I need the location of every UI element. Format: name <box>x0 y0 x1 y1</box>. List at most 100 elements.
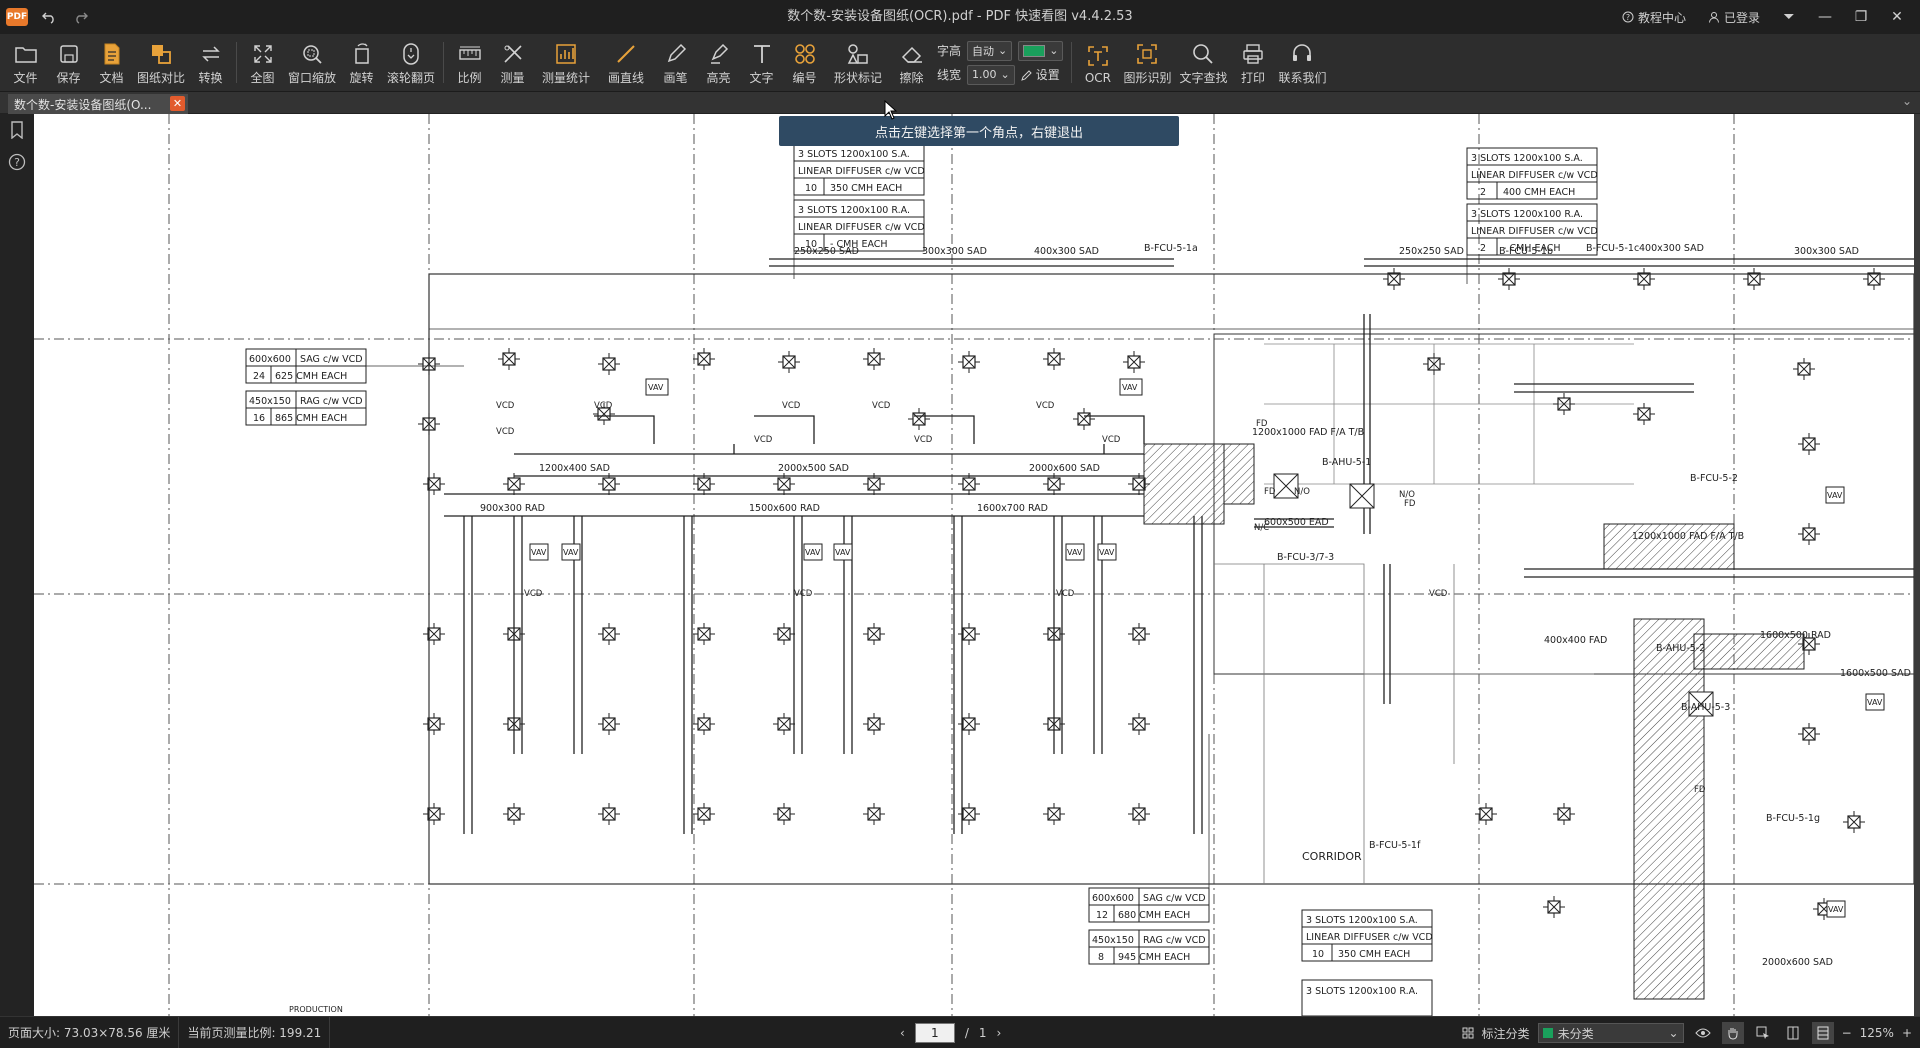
single-page-view-button[interactable] <box>1782 1022 1804 1044</box>
tool-line[interactable]: 画直线 <box>598 34 654 91</box>
tool-label: 打印 <box>1240 71 1265 85</box>
continuous-page-icon <box>1817 1026 1829 1040</box>
zoom-level: 125% <box>1859 1026 1894 1040</box>
tool-rotate[interactable]: 旋转 <box>340 34 383 91</box>
menu-dropdown-button[interactable]: ⏷ <box>1774 3 1804 31</box>
note-text: 12 <box>1096 910 1108 921</box>
document-tab[interactable]: 数个数-安装设备图纸(O... ✕ <box>8 94 188 114</box>
help-button[interactable]: ? <box>0 146 34 178</box>
tool-label: 全图 <box>250 71 275 85</box>
note-text: LINEAR DIFFUSER c/w VCD <box>1306 932 1433 943</box>
tool-contact-us[interactable]: 联系我们 <box>1274 34 1330 91</box>
note-text: 10 <box>805 183 817 194</box>
tutorial-center-link[interactable]: ? 教程中心 <box>1614 9 1694 26</box>
tag-category-icon <box>1462 1027 1474 1039</box>
tool-numbering[interactable]: 编号 <box>783 34 826 91</box>
continuous-view-button[interactable] <box>1811 1022 1834 1044</box>
bookmark-button[interactable] <box>0 114 34 146</box>
tool-fullview[interactable]: 全图 <box>241 34 284 91</box>
rotate-icon <box>354 43 369 64</box>
tool-pen[interactable]: 画笔 <box>654 34 697 91</box>
chevron-down-icon: ⌄ <box>1000 68 1010 81</box>
redo-button[interactable] <box>70 6 92 28</box>
pdf-canvas[interactable]: 3 SLOTS 1200x100 S.A. LINEAR DIFFUSER c/… <box>34 114 1914 1016</box>
visibility-toggle[interactable] <box>1692 1022 1714 1044</box>
chevron-down-icon: ⌄ <box>1668 1026 1679 1040</box>
convert-icon <box>201 46 220 62</box>
line-width-select[interactable]: 1.00 ⌄ <box>967 64 1015 85</box>
text-icon <box>753 45 770 63</box>
vertical-scrollbar[interactable] <box>1914 114 1920 1016</box>
damper-label: VCD <box>1036 401 1055 411</box>
duct-label: 250x250 SAD <box>794 246 859 257</box>
next-page-button[interactable]: › <box>996 1026 1002 1040</box>
page-navigator: ‹ / 1 › <box>900 1017 1001 1048</box>
tool-shape-recognition[interactable]: 图形识别 <box>1119 34 1175 91</box>
numbering-icon <box>794 44 815 64</box>
annotation-category-select[interactable]: 未分类 ⌄ <box>1537 1023 1684 1043</box>
prev-page-button[interactable]: ‹ <box>900 1026 905 1040</box>
close-window-button[interactable]: ✕ <box>1882 3 1912 31</box>
chevron-down-icon[interactable]: ⌄ <box>1901 94 1912 108</box>
note-text: RAG c/w VCD <box>1143 935 1206 946</box>
tool-label: 文字 <box>749 71 774 85</box>
tool-save[interactable]: 保存 <box>47 34 90 91</box>
vav-label: VAV <box>1827 491 1843 500</box>
settings-button[interactable]: 设置 <box>1020 66 1060 83</box>
page-number-input[interactable] <box>914 1023 955 1043</box>
tool-scroll-page[interactable]: 滚轮翻页 <box>383 34 439 91</box>
tool-measure[interactable]: 测量 <box>491 34 534 91</box>
note-text: 680 CMH EACH <box>1118 910 1190 921</box>
pencil-settings-icon <box>1020 69 1032 81</box>
login-link[interactable]: 已登录 <box>1700 9 1768 26</box>
note-text: SAG c/w VCD <box>1143 893 1206 904</box>
tab-close-button[interactable]: ✕ <box>170 96 185 111</box>
page-separator: / <box>964 1026 969 1040</box>
search-icon <box>1193 44 1214 64</box>
duct-label: B-FCU-5-1a <box>1144 243 1198 254</box>
tool-convert[interactable]: 转换 <box>189 34 232 91</box>
hand-icon <box>1728 1028 1738 1040</box>
zoom-out-button[interactable]: − <box>1841 1026 1852 1040</box>
note-text: 600x600 <box>1092 893 1134 904</box>
vav-label: VAV <box>648 383 664 392</box>
tool-window-zoom[interactable]: 窗口缩放 <box>284 34 340 91</box>
tool-measure-stats[interactable]: 测量统计 <box>534 34 598 91</box>
left-side-rail: ? <box>0 114 34 1016</box>
note-text: 350 CMH EACH <box>830 183 902 194</box>
tool-ocr[interactable]: OCR <box>1076 34 1119 91</box>
chevron-down-icon: ⌄ <box>1049 44 1059 57</box>
hvac-drawing: 3 SLOTS 1200x100 S.A. LINEAR DIFFUSER c/… <box>34 114 1914 1016</box>
tool-shape-mark[interactable]: 形状标记 <box>826 34 890 91</box>
stroke-color-select[interactable]: ⌄ <box>1018 40 1064 61</box>
tool-compare[interactable]: 图纸对比 <box>133 34 189 91</box>
tool-document[interactable]: 文档 <box>90 34 133 91</box>
note-text: 3 SLOTS 1200x100 R.A. <box>1306 986 1418 997</box>
tool-highlight[interactable]: 高亮 <box>697 34 740 91</box>
select-tool-button[interactable] <box>1752 1022 1774 1044</box>
measure-stats-icon <box>556 44 576 64</box>
line-width-label: 线宽 <box>937 68 962 82</box>
restore-button[interactable]: ❐ <box>1846 3 1876 31</box>
damper-label: VCD <box>1102 435 1121 445</box>
menu-dropdown-icon: ⏷ <box>1783 9 1795 25</box>
main-toolbar: 文件 保存 文档 图纸对比 转换 全图 窗口缩放 旋转 <box>0 34 1920 92</box>
vav-label: VAV <box>805 548 821 557</box>
tool-label: 图形识别 <box>1123 71 1172 85</box>
zoom-in-button[interactable]: + <box>1901 1026 1912 1040</box>
font-height-label: 字高 <box>937 44 962 58</box>
save-icon <box>59 45 78 63</box>
tool-scale[interactable]: 比例 <box>448 34 491 91</box>
hand-tool-button[interactable] <box>1721 1022 1744 1044</box>
undo-button[interactable] <box>38 6 60 28</box>
damper-label: VCD <box>754 435 773 445</box>
tool-file[interactable]: 文件 <box>4 34 47 91</box>
folder-icon <box>14 47 37 63</box>
tool-print[interactable]: 打印 <box>1231 34 1274 91</box>
minimize-button[interactable]: — <box>1810 3 1840 31</box>
tool-eraser[interactable]: 擦除 <box>890 34 933 91</box>
tool-text[interactable]: 文字 <box>740 34 783 91</box>
font-height-select[interactable]: 自动 ⌄ <box>967 40 1013 61</box>
tool-label: OCR <box>1084 70 1112 85</box>
tool-text-search[interactable]: 文字查找 <box>1175 34 1231 91</box>
